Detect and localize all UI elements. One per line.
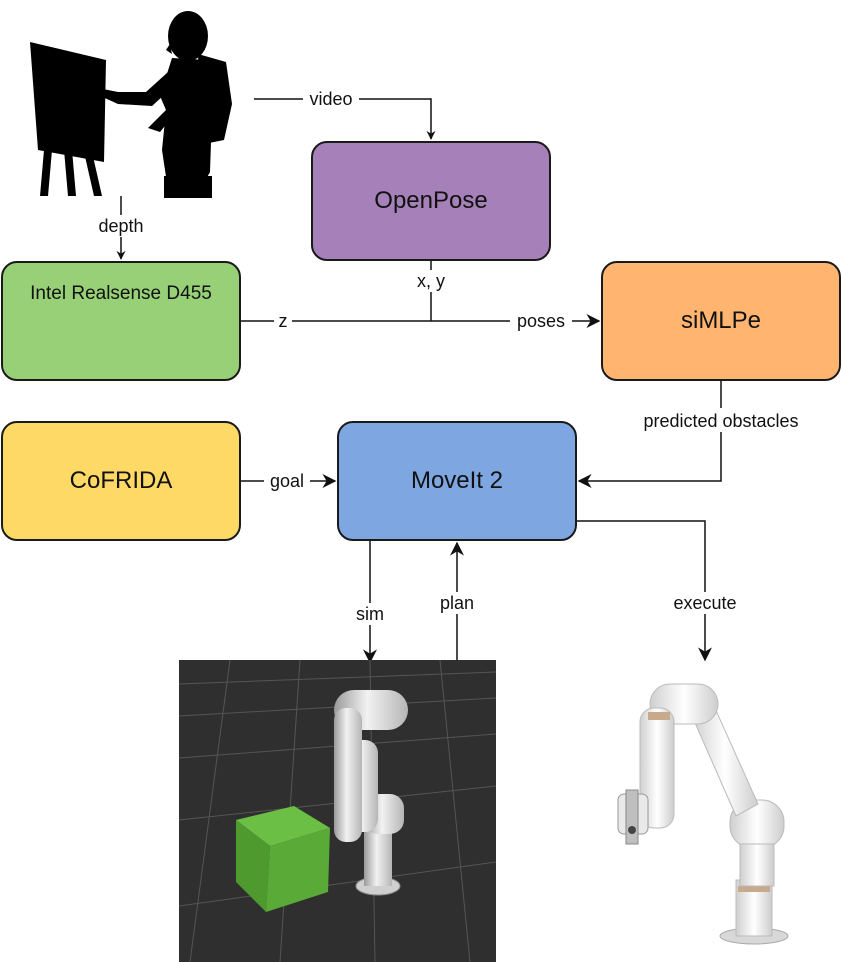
painter-silhouette-image	[30, 11, 232, 198]
edge-label-goal: goal	[270, 471, 304, 491]
realsense-node: Intel Realsense D455	[1, 261, 241, 381]
edge-label-plan: plan	[440, 593, 474, 613]
robot-simulation-image	[178, 659, 497, 962]
edge-label-xy: x, y	[417, 271, 445, 291]
edge-label-sim: sim	[356, 604, 384, 624]
edge-label-execute: execute	[673, 593, 736, 613]
cofrida-label: CoFRIDA	[69, 467, 173, 494]
edge-label-depth: depth	[98, 216, 143, 236]
edge-execute	[577, 520, 712, 662]
edge-label-z: z	[279, 311, 288, 331]
moveit-node: MoveIt 2	[337, 421, 577, 541]
openpose-label: OpenPose	[374, 187, 488, 214]
edge-label-predicted-obstacles: predicted obstacles	[643, 411, 798, 431]
edge-label-poses: poses	[517, 311, 565, 331]
robot-arm-photo-image	[617, 683, 789, 945]
simlpe-node: siMLPe	[601, 261, 841, 381]
edge-label-video: video	[309, 89, 352, 109]
simlpe-label: siMLPe	[680, 307, 762, 334]
realsense-label: Intel Realsense D455	[30, 283, 212, 304]
cofrida-node: CoFRIDA	[1, 421, 241, 541]
openpose-node: OpenPose	[311, 141, 551, 261]
moveit-label: MoveIt 2	[410, 467, 504, 494]
